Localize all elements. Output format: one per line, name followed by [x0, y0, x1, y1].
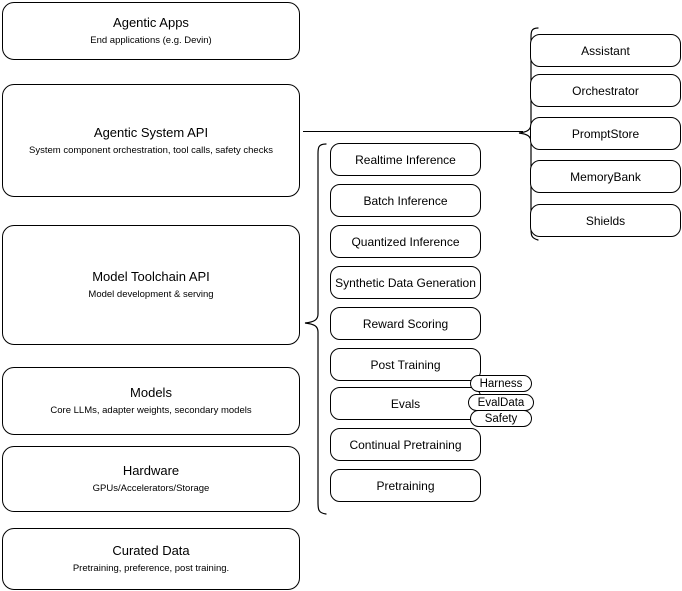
toolchain-pill-realtime-inference[interactable]: Realtime Inference — [330, 143, 481, 176]
tag-label: Safety — [484, 412, 518, 425]
toolchain-pill-continual-pretraining[interactable]: Continual Pretraining — [330, 428, 481, 461]
pill-label: Quantized Inference — [351, 234, 460, 249]
pill-label: Evals — [390, 396, 421, 411]
layer-title: Agentic System API — [93, 124, 209, 140]
pill-label: Shields — [585, 213, 626, 228]
evals-tag-harness[interactable]: Harness — [470, 375, 532, 392]
layer-box-models[interactable]: Models Core LLMs, adapter weights, secon… — [2, 367, 300, 435]
layer-title: Models — [130, 385, 172, 400]
layer-title: Hardware — [122, 463, 180, 478]
toolchain-pill-batch-inference[interactable]: Batch Inference — [330, 184, 481, 217]
toolchain-pill-post-training[interactable]: Post Training — [330, 348, 481, 381]
connector-agentic-system-to-components — [303, 131, 523, 132]
layer-subtitle: Core LLMs, adapter weights, secondary mo… — [50, 405, 252, 416]
layer-box-agentic-apps[interactable]: Agentic Apps End applications (e.g. Devi… — [2, 2, 300, 60]
pill-label: Batch Inference — [363, 193, 448, 208]
layer-title: Curated Data — [112, 543, 190, 558]
pill-label: PromptStore — [571, 126, 640, 141]
layer-title: Agentic Apps — [113, 15, 189, 30]
pill-label: Post Training — [370, 357, 441, 372]
layer-box-model-toolchain-api[interactable]: Model Toolchain API Model development & … — [2, 225, 300, 345]
pill-label: Orchestrator — [572, 83, 639, 98]
layer-box-curated-data[interactable]: Curated Data Pretraining, preference, po… — [2, 528, 300, 590]
toolchain-pill-evals[interactable]: Evals — [330, 387, 481, 420]
pill-label: Reward Scoring — [362, 316, 449, 331]
layer-subtitle: System component orchestration, tool cal… — [29, 144, 273, 156]
toolchain-pill-pretraining[interactable]: Pretraining — [330, 469, 481, 502]
layer-box-agentic-system-api[interactable]: Agentic System API System component orch… — [2, 84, 300, 197]
agentic-pill-promptstore[interactable]: PromptStore — [530, 117, 681, 150]
agentic-pill-shields[interactable]: Shields — [530, 204, 681, 237]
evals-tag-evaldata[interactable]: EvalData — [468, 394, 534, 411]
pill-label: Continual Pretraining — [349, 437, 462, 452]
pill-label: Assistant — [581, 43, 630, 58]
pill-label: Synthetic Data Generation — [335, 275, 476, 290]
toolchain-pill-quantized-inference[interactable]: Quantized Inference — [330, 225, 481, 258]
agentic-pill-orchestrator[interactable]: Orchestrator — [530, 74, 681, 107]
layer-box-hardware[interactable]: Hardware GPUs/Accelerators/Storage — [2, 446, 300, 512]
tag-label: Harness — [479, 377, 523, 390]
layer-subtitle: Pretraining, preference, post training. — [72, 563, 230, 574]
layer-subtitle: End applications (e.g. Devin) — [90, 35, 212, 46]
pill-label: Pretraining — [376, 478, 435, 493]
layer-subtitle: GPUs/Accelerators/Storage — [92, 483, 210, 494]
layer-subtitle: Model development & serving — [88, 289, 214, 300]
toolchain-pill-reward-scoring[interactable]: Reward Scoring — [330, 307, 481, 340]
agentic-pill-assistant[interactable]: Assistant — [530, 34, 681, 67]
layer-title: Model Toolchain API — [92, 269, 210, 284]
evals-tag-safety[interactable]: Safety — [470, 410, 532, 427]
toolchain-pill-synthetic-data-generation[interactable]: Synthetic Data Generation — [330, 266, 481, 299]
pill-label: Realtime Inference — [355, 152, 456, 167]
tag-label: EvalData — [477, 396, 525, 409]
pill-label: MemoryBank — [570, 169, 641, 184]
toolchain-brace — [304, 143, 327, 515]
agentic-pill-memorybank[interactable]: MemoryBank — [530, 160, 681, 193]
